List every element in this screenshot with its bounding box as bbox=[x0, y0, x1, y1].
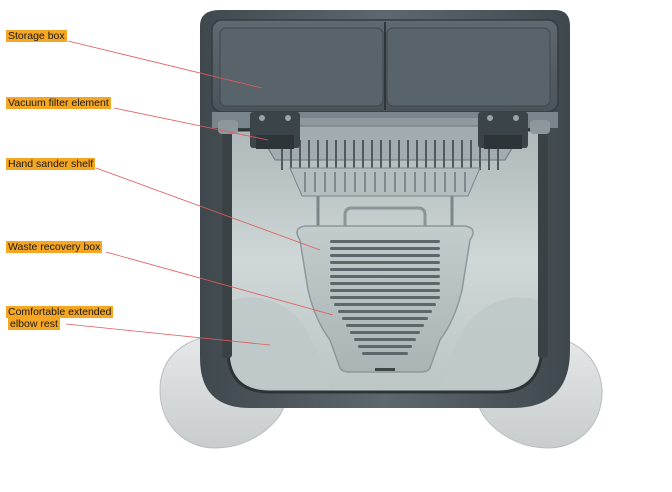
tray-slot bbox=[330, 268, 440, 271]
leader-storage-box bbox=[67, 40, 263, 89]
label-elbow-rest-line2: elbow rest bbox=[8, 318, 60, 330]
storage-box bbox=[211, 19, 559, 113]
label-elbow-rest: Comfortable extended elbow rest bbox=[6, 306, 114, 330]
label-waste-recovery-box-text: Waste recovery box bbox=[6, 241, 103, 253]
tray-slot bbox=[362, 352, 408, 355]
label-waste-recovery-box: Waste recovery box bbox=[6, 241, 103, 253]
tray-slot bbox=[350, 331, 420, 334]
label-vacuum-filter-text: Vacuum filter element bbox=[6, 97, 111, 109]
label-storage-box: Storage box bbox=[6, 30, 67, 42]
label-storage-box-text: Storage box bbox=[6, 30, 67, 42]
leader-vacuum-filter bbox=[113, 107, 269, 141]
tray-slot bbox=[330, 275, 440, 278]
tray-slot bbox=[330, 261, 440, 264]
tray-slot bbox=[330, 247, 440, 250]
elbow-recess-right bbox=[440, 297, 538, 388]
tray-slot bbox=[358, 345, 412, 348]
tray-slot bbox=[330, 289, 440, 292]
tray-slot bbox=[330, 282, 440, 285]
tray-slot bbox=[354, 338, 416, 341]
label-vacuum-filter: Vacuum filter element bbox=[6, 97, 111, 109]
leader-waste-recovery-box bbox=[105, 251, 334, 316]
label-hand-sander-shelf: Hand sander shelf bbox=[6, 158, 96, 170]
waste-recovery-box bbox=[296, 225, 474, 373]
label-hand-sander-shelf-text: Hand sander shelf bbox=[6, 158, 96, 170]
leader-elbow-rest bbox=[65, 323, 271, 346]
leader-hand-sander-shelf bbox=[95, 167, 321, 251]
label-elbow-rest-line1: Comfortable extended bbox=[6, 306, 114, 318]
tray-slot bbox=[330, 296, 440, 299]
vacuum-filter-element bbox=[250, 112, 528, 170]
leader-lines bbox=[65, 40, 334, 346]
tray-slot bbox=[338, 310, 432, 313]
tray-slot bbox=[334, 303, 436, 306]
tray-slot bbox=[330, 254, 440, 257]
tray-slot bbox=[342, 317, 428, 320]
tray-slot bbox=[330, 240, 440, 243]
elbow-recess-left bbox=[232, 297, 330, 388]
tray-slot bbox=[346, 324, 424, 327]
